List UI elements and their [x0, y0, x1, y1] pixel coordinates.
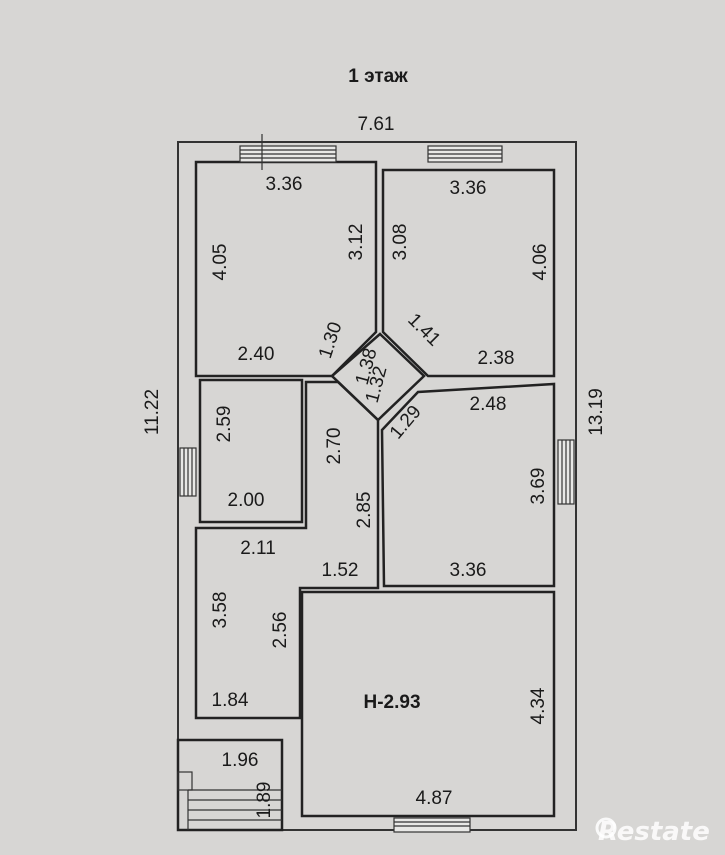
corridor-outline: [194, 380, 380, 720]
watermark-logo-icon: [595, 817, 617, 839]
mr-bottom: 3.36: [450, 560, 487, 581]
room-top-right-outline: [381, 168, 556, 378]
overall-right-height: 13.19: [586, 388, 607, 436]
mr-top: 2.48: [470, 394, 507, 415]
corridor-upper: 2.70: [324, 428, 345, 465]
ll-right: 2.56: [270, 612, 291, 649]
sl-height: 2.59: [214, 406, 235, 443]
tr-top: 3.36: [450, 178, 487, 199]
mr-right: 3.69: [528, 468, 549, 505]
window-top-right: [427, 145, 503, 163]
big-room-code: Н-2.93: [363, 692, 420, 713]
watermark-text: Restate: [598, 817, 710, 847]
tr-left: 3.08: [390, 224, 411, 261]
windows: [179, 134, 575, 833]
outer-wall-outline: [177, 141, 577, 831]
corridor-lower: 2.85: [354, 492, 375, 529]
ll-top: 2.11: [240, 538, 276, 559]
room-big-outline: [300, 590, 556, 818]
room-small-left-outline: [198, 378, 304, 524]
window-top-left: [239, 134, 337, 170]
tl-top: 3.36: [266, 174, 303, 195]
inner-walls: [176, 160, 556, 832]
porch-width: 1.96: [222, 750, 259, 771]
porch-steps: [177, 771, 282, 830]
window-right: [557, 439, 575, 505]
overall-left-height: 11.22: [142, 389, 163, 435]
ll-middle: 1.52: [322, 560, 359, 581]
tl-right: 3.12: [346, 224, 367, 261]
tr-bottom: 2.38: [478, 348, 515, 369]
tr-right: 4.06: [530, 244, 551, 281]
ll-left: 3.58: [210, 592, 231, 629]
outer-walls: [177, 141, 577, 831]
tl-bottom: 2.40: [238, 344, 275, 365]
overall-width: 7.61: [358, 114, 395, 135]
big-room-right: 4.34: [528, 687, 549, 724]
room-mid-right-outline: [380, 382, 556, 588]
restate-watermark: Restate: [595, 817, 710, 847]
floor-title: 1 этаж: [348, 66, 408, 87]
ll-bottom: 1.84: [212, 690, 249, 711]
window-bottom: [393, 817, 471, 833]
tl-left: 4.05: [210, 244, 231, 281]
sl-width: 2.00: [228, 490, 265, 511]
porch-height: 1.89: [254, 782, 275, 819]
big-room-bottom: 4.87: [416, 788, 453, 809]
window-left: [179, 447, 197, 497]
room-top-left-outline: [194, 160, 378, 378]
